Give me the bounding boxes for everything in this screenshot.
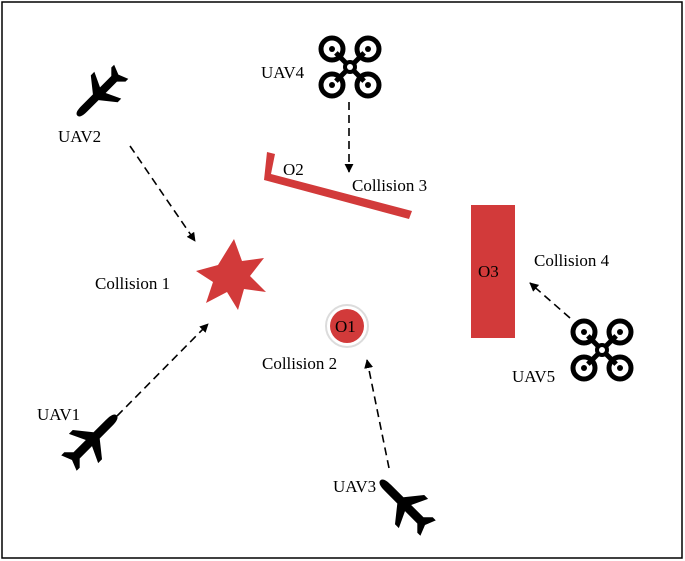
explosion-star-icon <box>196 239 266 310</box>
obstacle-o3 <box>471 205 515 338</box>
obstacle-o3-label: O3 <box>478 262 499 281</box>
uav1-label: UAV1 <box>37 405 80 424</box>
uav4-label: UAV4 <box>261 63 305 82</box>
trajectory-uav1 <box>116 323 209 417</box>
obstacle-o2-label: O2 <box>283 160 304 179</box>
trajectory-uav5 <box>529 282 571 319</box>
uav5-label: UAV5 <box>512 367 555 386</box>
uav2-label: UAV2 <box>58 127 101 146</box>
obstacle-o2 <box>264 152 412 219</box>
collision-3-label: Collision 3 <box>352 176 427 195</box>
obstacle-o1-label: O1 <box>335 317 356 336</box>
trajectory-uav2 <box>129 145 196 242</box>
trajectory-uav3 <box>364 359 390 469</box>
collision-4-label: Collision 4 <box>534 251 610 270</box>
collision-1-label: Collision 1 <box>95 274 170 293</box>
uav3-label: UAV3 <box>333 477 376 496</box>
collision-2-label: Collision 2 <box>262 354 337 373</box>
obstacle-o1 <box>330 309 364 343</box>
